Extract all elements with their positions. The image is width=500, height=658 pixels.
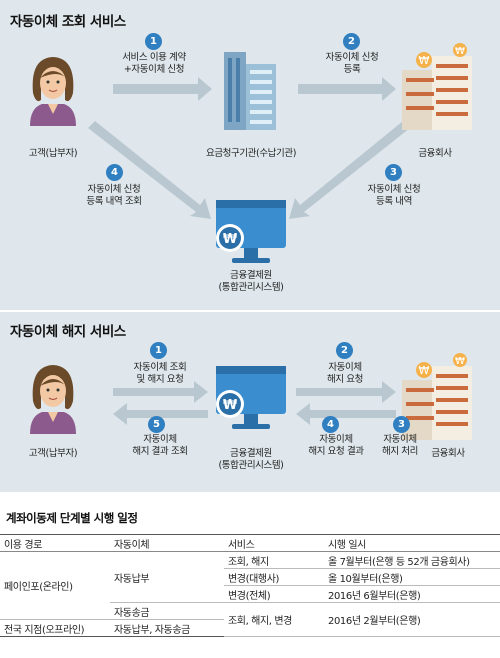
center-label: 금융결제원 (통합관리시스템) — [218, 448, 284, 471]
biller-building-icon — [218, 42, 284, 136]
section1-title: 자동이체 조회 서비스 — [10, 14, 126, 30]
arrow-step2 — [298, 77, 396, 101]
step4-badge: 4 — [106, 164, 123, 181]
step4-label: 자동이체 신청 등록 내역 조회 — [86, 184, 142, 207]
table-row: 변경(전체) 2016년 6월부터(은행) — [0, 585, 500, 603]
step2-badge: 2 — [336, 342, 353, 359]
cell-auto: 자동납부 — [110, 551, 224, 603]
cell-date: 2016년 6월부터(은행) — [324, 585, 500, 603]
step1-badge: 1 — [145, 33, 162, 50]
step5-badge: 5 — [148, 416, 165, 433]
center-label: 금융결제원 (통합관리시스템) — [218, 270, 284, 293]
step4-label: 자동이체 해지 요청 결과 — [308, 434, 364, 457]
step1-label: 자동이체 조회 및 해지 요청 — [133, 362, 187, 385]
lookup-service-panel: 자동이체 조회 서비스 고객(납부자) — [0, 0, 500, 310]
bank-won-mark-2: ₩ — [455, 46, 465, 57]
section2-title: 자동이체 해지 서비스 — [10, 324, 126, 340]
bank-label: 금융회사 — [418, 148, 452, 159]
step5-label: 자동이체 해지 결과 조회 — [132, 434, 188, 457]
cell-path: 전국 지점(오프라인) — [0, 619, 110, 637]
cell-service: 조회, 해지, 변경 — [224, 602, 324, 637]
customer-label: 고객(납부자) — [28, 148, 78, 159]
table-title: 계좌이동제 단계별 시행 일정 — [6, 511, 138, 525]
step1-badge: 1 — [150, 342, 167, 359]
arrow-step1 — [113, 77, 212, 101]
bank-building-icon: ₩ ₩ — [398, 42, 478, 136]
bank-won-mark-2: ₩ — [455, 356, 465, 367]
biller-label: 요금청구기관(수납기관) — [205, 148, 296, 159]
cancel-service-panel: 자동이체 해지 서비스 고객(납부자) ₩ — [0, 312, 500, 492]
step2-label: 자동이체 신청 등록 — [325, 52, 379, 75]
cell-date: 2016년 2월부터(은행) — [324, 602, 500, 637]
cell-path: 페이인포(온라인) — [0, 551, 110, 620]
table-row: 전국 지점(오프라인) 자동납부, 자동송금 — [0, 619, 500, 637]
table-row: 자동송금 조회, 해지, 변경 2016년 2월부터(은행) — [0, 602, 500, 637]
table-row: 변경(대행사) 올 10월부터(은행) — [0, 568, 500, 586]
header-path: 이용 경로 — [0, 534, 110, 552]
bank-building-icon: ₩ ₩ — [398, 352, 478, 446]
bank-label: 금융회사 — [431, 448, 465, 459]
header-date: 시행 일시 — [324, 534, 500, 552]
step1-label: 서비스 이용 계약 +자동이체 신청 — [122, 52, 186, 75]
center-won-mark: ₩ — [223, 398, 238, 413]
clearing-center-monitor-icon: ₩ — [208, 362, 294, 438]
arrow-step4 — [296, 403, 396, 425]
header-auto: 자동이체 — [110, 534, 224, 552]
clearing-center-monitor-icon: ₩ — [208, 196, 294, 272]
schedule-table-section: 계좌이동제 단계별 시행 일정 이용 경로 자동이체 서비스 시행 일시 페이인… — [0, 510, 500, 658]
bank-won-mark: ₩ — [419, 364, 430, 377]
header-service: 서비스 — [224, 534, 324, 552]
step3-badge: 3 — [393, 416, 410, 433]
step2-badge: 2 — [343, 33, 360, 50]
arrow-step3 — [289, 121, 410, 219]
arrow-step2 — [296, 381, 396, 403]
customer-icon — [18, 48, 88, 132]
center-won-mark: ₩ — [223, 232, 238, 247]
section2-arrows — [113, 381, 396, 425]
cell-date: 올 7월부터(은행 등 52개 금융회사) — [324, 551, 500, 569]
bank-won-mark: ₩ — [419, 54, 430, 67]
section1-arrows — [88, 77, 410, 219]
step3-badge: 3 — [385, 164, 402, 181]
arrow-step4 — [88, 121, 211, 219]
table-header-row: 이용 경로 자동이체 서비스 시행 일시 — [0, 534, 500, 552]
schedule-table: 이용 경로 자동이체 서비스 시행 일시 페이인포(온라인) 자동납부 조회, … — [0, 534, 500, 637]
cell-date: 올 10월부터(은행) — [324, 568, 500, 586]
step3-label: 자동이체 신청 등록 내역 — [367, 184, 421, 207]
customer-label: 고객(납부자) — [28, 448, 78, 459]
cell-service: 변경(전체) — [224, 585, 324, 603]
cell-service: 변경(대행사) — [224, 568, 324, 586]
cell-auto: 자동송금 — [110, 602, 224, 620]
customer-icon — [18, 356, 88, 440]
step2-label: 자동이체 해지 요청 — [327, 362, 363, 385]
step4-badge: 4 — [322, 416, 339, 433]
table-row: 페이인포(온라인) 자동납부 조회, 해지 올 7월부터(은행 등 52개 금융… — [0, 551, 500, 620]
arrow-step5 — [113, 403, 208, 425]
step3-label: 자동이체 해지 처리 — [382, 434, 418, 457]
cell-service: 조회, 해지 — [224, 551, 324, 569]
cell-auto: 자동납부, 자동송금 — [110, 619, 224, 637]
arrow-step1 — [113, 381, 208, 403]
